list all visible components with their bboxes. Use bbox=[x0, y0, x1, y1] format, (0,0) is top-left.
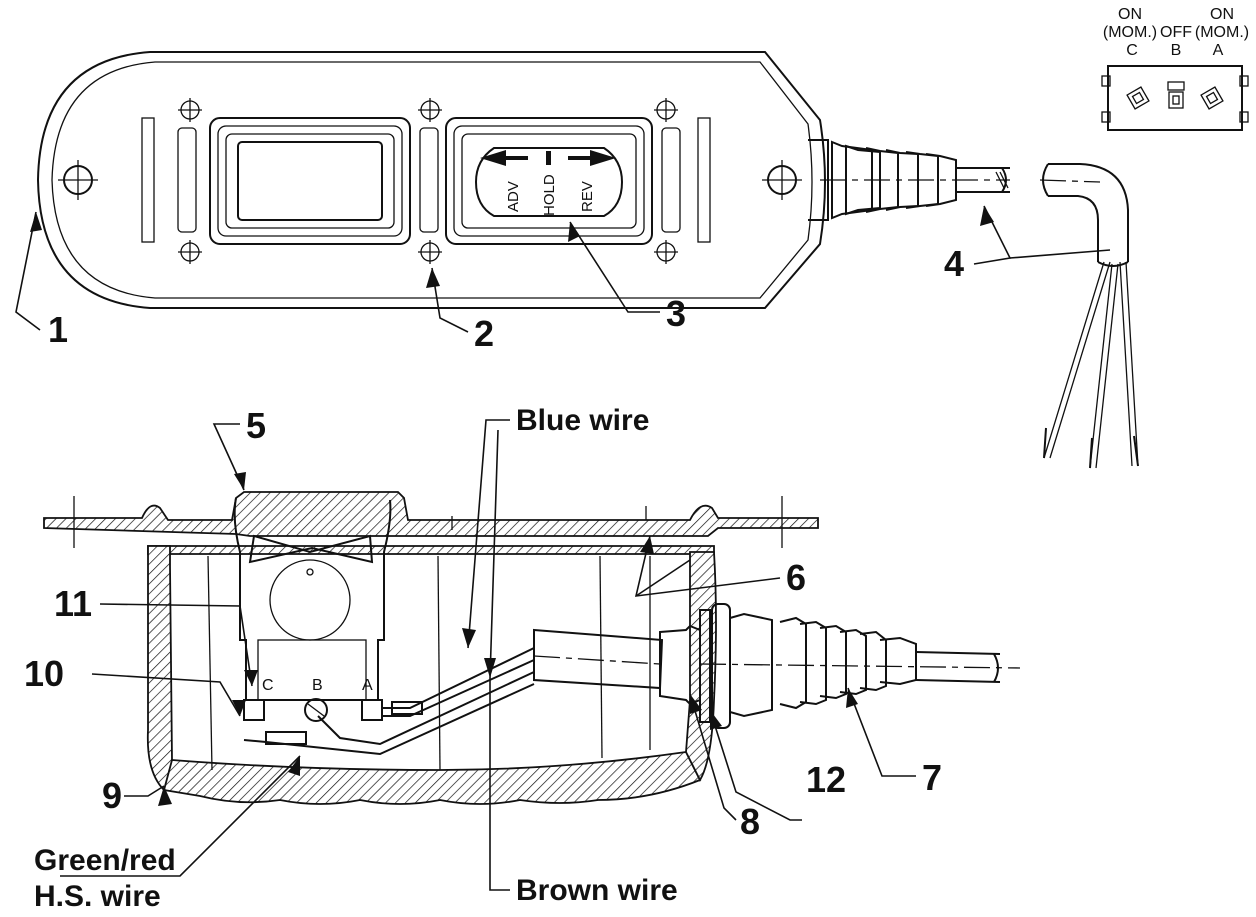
adv-label: ADV bbox=[505, 181, 522, 212]
callout-5: 5 bbox=[246, 405, 266, 446]
switch-body-section: C B A bbox=[233, 497, 392, 722]
callout-10: 10 bbox=[24, 653, 64, 694]
rocker-switch-top: ADV HOLD REV bbox=[445, 117, 653, 245]
pos-a-state: ON bbox=[1210, 6, 1234, 23]
pos-c-state: ON bbox=[1118, 6, 1142, 23]
green-red-wire-label-2: H.S. wire bbox=[34, 880, 161, 912]
hold-indicator-icon bbox=[546, 151, 551, 165]
strain-relief-section bbox=[659, 603, 1021, 729]
callout-8: 8 bbox=[740, 801, 760, 842]
callout-3: 3 bbox=[666, 293, 686, 334]
pos-c-letter: C bbox=[1126, 42, 1138, 59]
switch-position-detail: ON (MOM.) C OFF B ON (MOM.) A bbox=[1101, 6, 1249, 131]
pos-b-letter: B bbox=[1171, 42, 1182, 59]
top-view-housing bbox=[36, 51, 826, 309]
terminal-b-label: B bbox=[312, 677, 323, 694]
pos-c-mom: (MOM.) bbox=[1103, 24, 1157, 41]
arrowheads bbox=[30, 206, 994, 806]
callout-6: 6 bbox=[786, 557, 806, 598]
callout-1: 1 bbox=[48, 309, 68, 350]
internal-wires bbox=[243, 628, 664, 756]
callout-11: 11 bbox=[54, 583, 92, 624]
terminal-a-label: A bbox=[362, 677, 373, 694]
section-view-housing bbox=[43, 491, 819, 805]
right-arrow-icon bbox=[590, 150, 616, 166]
callout-7: 7 bbox=[922, 757, 942, 798]
callout-12: 12 bbox=[806, 759, 846, 800]
pos-a-letter: A bbox=[1213, 42, 1224, 59]
hold-label: HOLD bbox=[541, 174, 558, 216]
callout-4: 4 bbox=[944, 243, 964, 284]
pos-a-mom: (MOM.) bbox=[1195, 24, 1249, 41]
callout-9: 9 bbox=[102, 775, 122, 816]
callout-2: 2 bbox=[474, 313, 494, 354]
cable-strain-relief-top bbox=[808, 139, 1139, 469]
left-arrow-icon bbox=[480, 150, 506, 166]
leader-lines bbox=[15, 205, 1111, 891]
brown-wire-label: Brown wire bbox=[516, 874, 678, 907]
green-red-wire-label-1: Green/red bbox=[34, 844, 176, 877]
blue-wire-label: Blue wire bbox=[516, 404, 649, 437]
pos-b-state: OFF bbox=[1160, 24, 1192, 41]
terminal-c-label: C bbox=[262, 677, 274, 694]
rev-label: REV bbox=[579, 181, 596, 212]
